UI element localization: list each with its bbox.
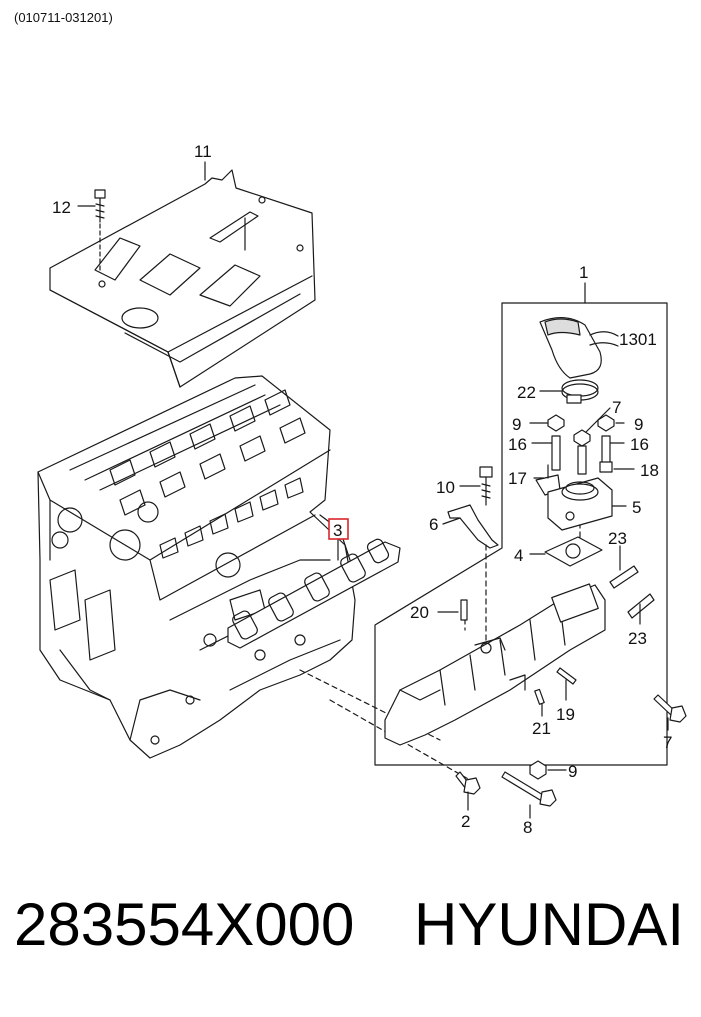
callout-9-right: 9 xyxy=(634,415,643,434)
dowel-20 xyxy=(460,599,468,621)
stud-23-lower xyxy=(627,593,655,619)
callout-22: 22 xyxy=(517,383,536,402)
callout-1301: 1301 xyxy=(619,330,657,349)
footer: 283554X000 HYUNDAI xyxy=(0,890,701,990)
nut-9-left xyxy=(547,414,565,432)
bolt-7-lower xyxy=(653,694,687,723)
bolt-7-upper xyxy=(573,429,591,475)
callout-10: 10 xyxy=(436,478,455,497)
callout-9-left: 9 xyxy=(512,415,521,434)
callout-6: 6 xyxy=(429,515,438,534)
clip-18 xyxy=(599,461,613,473)
highlight-box xyxy=(328,518,349,540)
callout-21: 21 xyxy=(532,719,551,738)
part-number: 283554X000 xyxy=(14,891,355,958)
callout-16-right: 16 xyxy=(630,435,649,454)
callout-20: 20 xyxy=(410,603,429,622)
clamp-22 xyxy=(561,379,599,404)
callout-18: 18 xyxy=(640,461,659,480)
assembly-group-frame xyxy=(374,282,668,766)
callout-2: 2 xyxy=(461,812,470,831)
callout-16-left: 16 xyxy=(508,435,527,454)
callout-8: 8 xyxy=(523,818,532,837)
nut-9-lower xyxy=(529,760,547,780)
egr-cooler xyxy=(384,583,606,746)
callout-11: 11 xyxy=(194,142,212,161)
engine-block xyxy=(37,375,356,759)
pin-21 xyxy=(534,688,545,705)
bolt-10 xyxy=(479,466,493,506)
callout-7-upper: 7 xyxy=(612,398,621,417)
callout-3: 3 xyxy=(333,521,342,540)
engine-cover xyxy=(49,169,316,388)
callout-7-lower: 7 xyxy=(663,733,672,752)
exhaust-manifold-gasket xyxy=(227,538,401,649)
nut-9-right xyxy=(597,414,615,432)
gasket-4 xyxy=(544,536,603,567)
callout-19: 19 xyxy=(556,705,575,724)
bolt-2 xyxy=(455,771,481,795)
bracket-6 xyxy=(447,504,499,549)
brand-name: HYUNDAI xyxy=(414,891,685,958)
callout-5: 5 xyxy=(632,498,641,517)
callout-23-upper: 23 xyxy=(608,529,627,548)
callout-17: 17 xyxy=(508,469,527,488)
stud-23-upper xyxy=(609,565,639,589)
callout-23-lower: 23 xyxy=(628,629,647,648)
stud-16-left xyxy=(551,435,561,471)
callout-9-lower: 9 xyxy=(568,762,577,781)
bolt-12 xyxy=(94,189,106,271)
bolt-8 xyxy=(501,771,557,807)
callout-12: 12 xyxy=(52,198,71,217)
hose-1301 xyxy=(539,317,619,379)
callout-1: 1 xyxy=(579,263,588,282)
callout-4: 4 xyxy=(514,546,523,565)
diagram-code: (010711-031201) xyxy=(14,10,113,25)
pin-19 xyxy=(556,667,577,685)
callout-labels: 11 12 1 1301 22 7 9 9 16 16 17 18 10 5 6… xyxy=(52,142,672,837)
housing-5 xyxy=(547,477,613,531)
leader-lines xyxy=(77,161,669,819)
